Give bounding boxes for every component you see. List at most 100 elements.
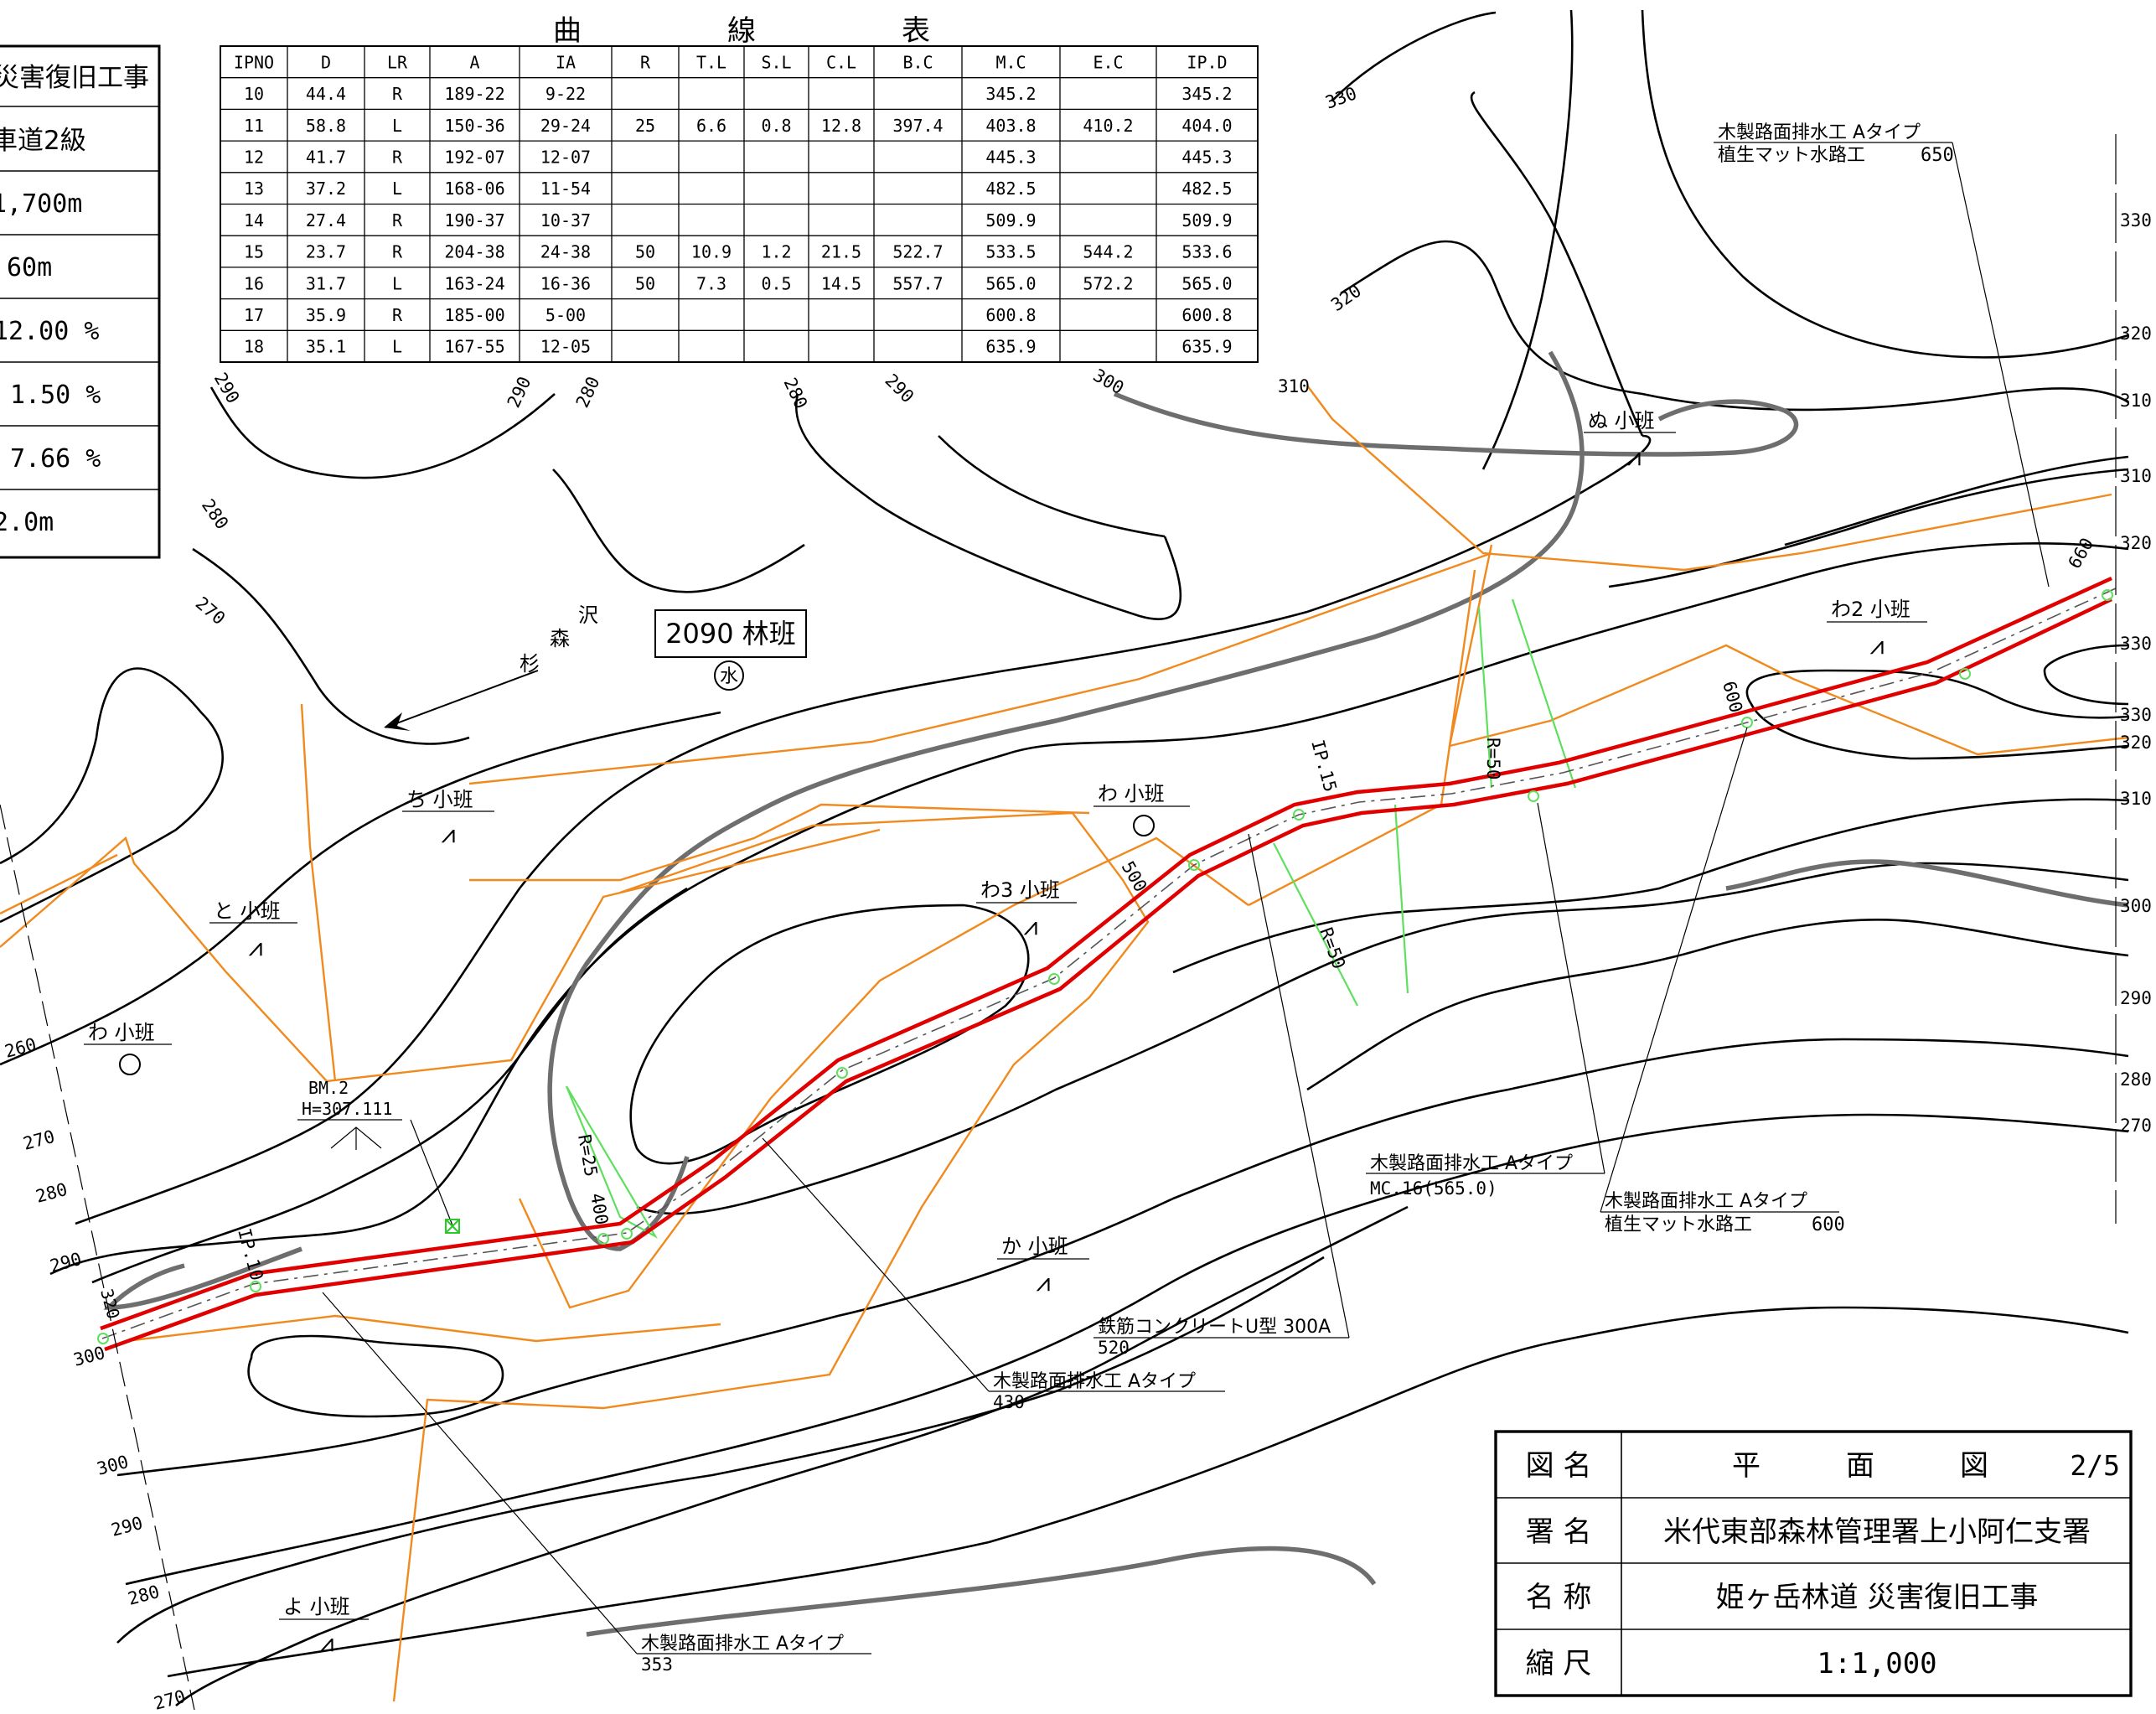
- curve-table-header: B.C: [902, 52, 933, 72]
- station-marker: [1048, 973, 1060, 985]
- boundary-line: [468, 551, 1492, 785]
- contour-label: 300: [1090, 365, 1128, 399]
- station-label: 600: [1719, 679, 1746, 715]
- curve-table-cell: 12-07: [540, 147, 591, 167]
- contour-line: [1340, 240, 2129, 412]
- curve-table-title: 曲: [553, 14, 582, 48]
- curve-table-header: E.C: [1093, 52, 1123, 72]
- benchmark-marker: [445, 1219, 460, 1234]
- sub-compartment-label: わ3 小班: [980, 878, 1060, 902]
- contour-line: [938, 435, 1166, 538]
- annotation-title: 木製路面排水工 Aタイプ: [1718, 122, 1921, 143]
- curve-table-header: D: [321, 52, 331, 72]
- index-contour-line: [1725, 859, 2129, 908]
- curve-table-cell: 635.9: [1181, 337, 1232, 357]
- contour-line: [209, 386, 556, 479]
- contour-label: 290: [504, 374, 535, 412]
- contour-label: 280: [34, 1179, 70, 1207]
- benchmark-marker-cross: [445, 1219, 460, 1234]
- curve-table-cell: 16-36: [540, 273, 591, 293]
- benchmark-height: H=307.111: [302, 1099, 392, 1119]
- index-contour-line: [1113, 391, 1799, 457]
- station-marker: [1959, 668, 1971, 680]
- boundary-line: [0, 828, 881, 1083]
- curve-table-cell: 0.8: [761, 116, 791, 136]
- annotation-detail: 430: [993, 1392, 1025, 1412]
- contour-lines: [0, 9, 2129, 1706]
- sub-compartment-label: ち 小班: [406, 788, 473, 811]
- curve-table-title: 線: [727, 14, 756, 48]
- road-edge-upper: [100, 576, 2112, 1331]
- contour-label: 330: [2120, 705, 2152, 725]
- sub-compartment-label: わ2 小班: [1831, 598, 1910, 621]
- curve-table-cell: 565.0: [985, 273, 1036, 293]
- road-alignment: [100, 576, 2117, 1352]
- spec-value: 60m: [7, 253, 52, 282]
- spec-value: 1,700m: [0, 189, 82, 219]
- contour-label: 290: [48, 1249, 84, 1276]
- curve-table-cell: 18: [244, 337, 264, 357]
- annotation-station: 600: [1812, 1214, 1845, 1235]
- contour-line: [167, 1306, 2129, 1678]
- spec-value: 2.0m: [0, 508, 54, 537]
- curve-table-cell: 27.4: [306, 210, 346, 230]
- curve-table-cell: 7.3: [696, 273, 726, 293]
- contour-label: 280: [572, 374, 604, 412]
- spec-box-dividers: [0, 106, 159, 490]
- contour-line: [125, 1113, 2129, 1586]
- curve-table-cell: 482.5: [1181, 179, 1232, 199]
- curve-table-cell: 189-22: [444, 84, 504, 104]
- curve-table-cell: 50: [635, 242, 655, 262]
- contour-label: 310: [2120, 466, 2152, 486]
- leader-line: [762, 1137, 990, 1392]
- project-name: 姫ヶ岳林道 災害復旧工事: [1716, 1581, 2039, 1614]
- curve-table-header: M.C: [995, 52, 1026, 72]
- scale-value: 1:1,000: [1817, 1647, 1936, 1680]
- curve-table-cell: 41.7: [306, 147, 346, 167]
- curve-table-cell: 23.7: [306, 242, 346, 262]
- sub-compartment-label: よ 小班: [283, 1595, 350, 1618]
- curve-table-cell: 10.9: [691, 242, 732, 262]
- forest-symbol: ⩘: [1037, 1268, 1051, 1297]
- contour-label: 290: [881, 370, 918, 407]
- radius-line: [1511, 598, 1577, 789]
- curve-table-cell: 345.2: [1181, 84, 1232, 104]
- station-label: 660: [2065, 535, 2098, 572]
- index-contour-line: [586, 1546, 1377, 1637]
- stream-arrow-head: [384, 712, 411, 731]
- spec-value: 1.50 %: [10, 381, 101, 410]
- contour-label: 320: [1327, 281, 1365, 315]
- annotation-station: 650: [1921, 145, 1954, 166]
- station-marker: [97, 1333, 109, 1344]
- contour-label: 320: [2120, 324, 2152, 344]
- spec-box-frame: [0, 44, 161, 559]
- curve-table-cell: 24-38: [540, 242, 591, 262]
- curve-table-cell: 11-54: [540, 179, 591, 199]
- curve-table-cell: 509.9: [1181, 210, 1232, 230]
- sub-compartment-label: と 小班: [214, 899, 281, 923]
- leader-line: [410, 1119, 453, 1226]
- contour-line: [0, 667, 224, 924]
- benchmark-name: BM.2: [308, 1078, 349, 1098]
- boundary-line: [300, 703, 337, 1082]
- annotation-detail: 353: [641, 1654, 673, 1675]
- curve-table-cell: 37.2: [306, 179, 346, 199]
- index-contour-line: [547, 350, 1585, 1251]
- curve-radius-lines: [565, 598, 1577, 1239]
- curve-table-cell: 15: [244, 242, 264, 262]
- spec-value: 7.66 %: [10, 444, 101, 474]
- curve-table-header: R: [640, 52, 651, 72]
- curve-table-cell: L: [392, 337, 402, 357]
- curve-table-cell: 12.8: [821, 116, 861, 136]
- curve-table-cell: 397.4: [892, 116, 943, 136]
- curve-table-cell: L: [392, 273, 402, 293]
- sub-compartment-label: わ 小班: [88, 1021, 155, 1044]
- curve-table-cell: 25: [635, 116, 655, 136]
- curve-table-cell: 14.5: [821, 273, 861, 293]
- stream-arrow: [385, 670, 539, 728]
- curve-table-cell: L: [392, 116, 402, 136]
- contour-label: 330: [2120, 634, 2152, 654]
- curve-table-cell: 9-22: [545, 84, 586, 104]
- contour-label: 330: [1323, 83, 1360, 113]
